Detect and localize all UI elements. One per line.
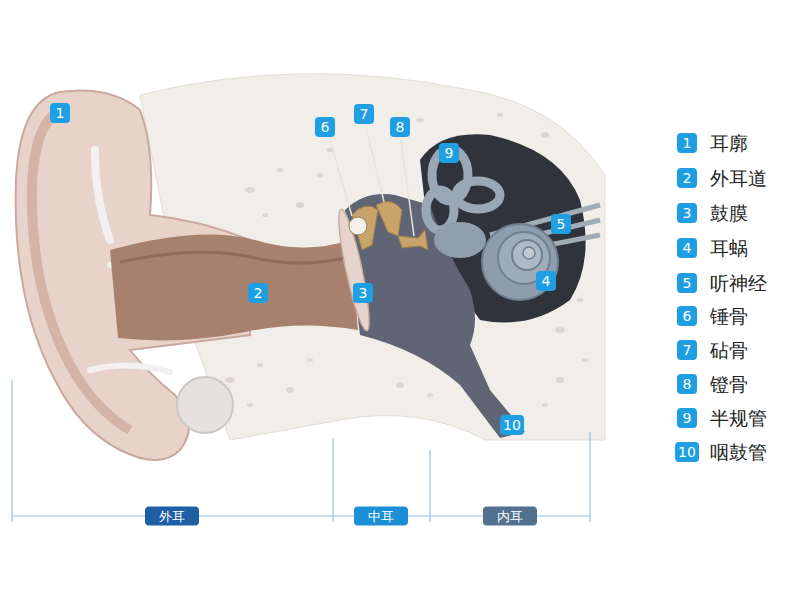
tragus-cartilage (177, 377, 233, 433)
callout-number: 5 (551, 214, 571, 234)
region-label: 内耳 (497, 509, 523, 524)
callout-number: 10 (500, 415, 524, 435)
part-name: 锤骨 (710, 304, 748, 328)
part-name: 耳蜗 (710, 236, 748, 260)
callout-number: 9 (439, 143, 459, 163)
ear-canal (110, 234, 358, 340)
region-brackets (12, 380, 590, 522)
callout-number: 7 (677, 340, 697, 360)
callout-number: 1 (50, 103, 70, 123)
callout-number: 7 (354, 104, 374, 124)
region-band: 内耳 (483, 507, 537, 526)
canal-shade (120, 252, 345, 263)
part-name: 咽鼓管 (710, 440, 767, 464)
region-label: 中耳 (368, 509, 394, 524)
malleus-head (349, 217, 367, 235)
callout-number: 2 (677, 168, 697, 188)
region-band: 外耳 (145, 507, 199, 526)
part-name: 听神经 (710, 271, 767, 295)
callout-number: 4 (677, 238, 697, 258)
callout-number: 6 (315, 117, 335, 137)
part-name: 半规管 (710, 406, 767, 430)
part-name: 镫骨 (710, 372, 748, 396)
incus (376, 201, 402, 236)
cartilage (95, 150, 110, 240)
callout-number: 3 (353, 283, 373, 303)
callout-number: 8 (390, 117, 410, 137)
callout-number: 10 (675, 442, 699, 462)
region-band: 中耳 (354, 507, 408, 526)
callout-number: 9 (677, 408, 697, 428)
cochlea (482, 224, 558, 300)
callout-number: 6 (677, 306, 697, 326)
part-name: 耳廓 (710, 131, 748, 155)
semicircular-canals (426, 149, 500, 230)
cartilage (90, 365, 170, 372)
callout-number: 4 (536, 271, 556, 291)
region-label: 外耳 (159, 509, 185, 524)
callout-number: 8 (677, 374, 697, 394)
part-name: 鼓膜 (710, 201, 748, 225)
callout-number: 2 (248, 283, 268, 303)
leader-lines (330, 127, 414, 236)
part-name: 外耳道 (710, 166, 767, 190)
callout-number: 5 (677, 273, 697, 293)
part-name: 砧骨 (710, 338, 748, 362)
callout-number: 1 (677, 133, 697, 153)
callout-number: 3 (677, 203, 697, 223)
vestibule (434, 222, 486, 258)
